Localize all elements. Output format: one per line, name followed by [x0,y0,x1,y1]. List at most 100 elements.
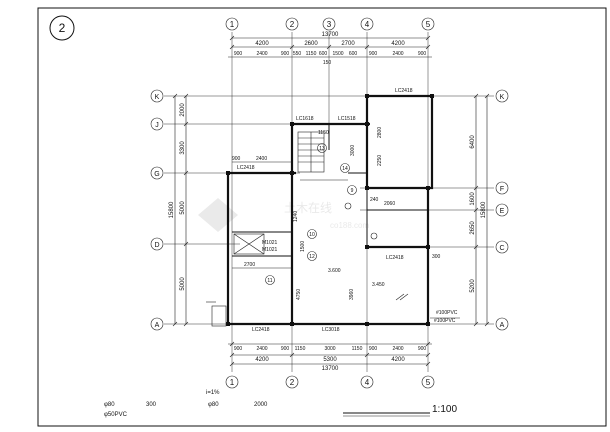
svg-text:11: 11 [267,278,272,284]
svg-text:5: 5 [426,20,431,29]
svg-text:900: 900 [281,51,290,57]
svg-text:600: 600 [349,51,358,57]
building-walls [226,94,434,326]
svg-text:C: C [499,245,504,252]
svg-text:10: 10 [309,232,315,238]
svg-text:1150: 1150 [306,51,317,57]
svg-text:2700: 2700 [341,41,355,47]
left-dimensions: 15800 2000 3300 5000 5000 [169,93,189,327]
svg-text:#100PVC: #100PVC [434,318,456,324]
svg-text:2: 2 [290,20,295,29]
svg-text:LC2418: LC2418 [237,165,255,171]
svg-text:900: 900 [281,346,290,352]
svg-text:900: 900 [234,51,243,57]
svg-text:3.450: 3.450 [372,282,385,288]
svg-text:2600: 2600 [304,41,318,47]
bottom-axis-bubbles: 1 2 4 5 [225,375,435,389]
svg-text:K: K [500,94,505,101]
svg-text:2400: 2400 [392,51,403,57]
sheet-number: 2 [59,21,66,35]
svg-text:LC1618: LC1618 [296,116,314,122]
svg-text:5200: 5200 [470,279,476,293]
pipe-notes: #100PVC #100PVC [430,310,460,324]
svg-text:900: 900 [232,156,241,162]
svg-text:1500: 1500 [300,241,306,252]
scale-label: 1:100 [343,404,457,417]
svg-text:1150: 1150 [295,346,306,352]
svg-text:5: 5 [426,378,431,387]
svg-text:900: 900 [369,346,378,352]
svg-text:i=1%: i=1% [206,390,220,396]
bottom-dimensions: 900 2400 900 1150 3000 1150 900 2400 900… [228,341,432,372]
svg-text:A: A [500,322,505,329]
svg-text:4200: 4200 [255,41,269,47]
top-dimensions: 13700 4200 2600 2700 4200 900 2400 900 5… [228,32,432,66]
svg-text:900: 900 [369,51,378,57]
svg-text:5300: 5300 [323,357,337,363]
svg-text:1240: 1240 [293,211,299,222]
hatched-block [233,233,265,255]
interior-dimensions: 900 2400 2700 3.600 3.450 2060 3000 3960… [232,127,441,300]
svg-text:1150: 1150 [318,130,329,136]
svg-text:5000: 5000 [180,201,186,215]
svg-text:150: 150 [323,60,332,66]
svg-text:1500: 1500 [332,51,343,57]
svg-text:2000: 2000 [180,103,186,117]
svg-text:1: 1 [230,378,235,387]
svg-text:K: K [155,94,160,101]
svg-text:2700: 2700 [244,262,255,268]
svg-text:E: E [500,208,505,215]
left-axis-bubbles: K J G D A [150,89,164,331]
svg-text:M1021: M1021 [262,247,278,253]
svg-text:3300: 3300 [180,141,186,155]
svg-text:13700: 13700 [322,32,339,38]
svg-text:φ80: φ80 [208,402,219,408]
svg-text:4200: 4200 [391,41,405,47]
svg-text:2400: 2400 [256,51,267,57]
svg-text:LC1518: LC1518 [338,116,356,122]
svg-text:2650: 2650 [470,221,476,235]
svg-text:4: 4 [365,378,370,387]
top-axis-bubbles: 1 2 3 4 5 [225,17,435,31]
svg-text:1600: 1600 [470,192,476,206]
svg-text:240: 240 [370,197,379,203]
svg-text:φ50PVC: φ50PVC [104,412,128,418]
svg-text:15800: 15800 [169,201,175,218]
svg-text:600: 600 [319,51,328,57]
watermark: 土木在线 co188.com [198,198,369,232]
structural-columns [226,94,434,326]
svg-text:6400: 6400 [470,135,476,149]
svg-text:9: 9 [351,188,354,194]
svg-text:2060: 2060 [384,201,395,207]
svg-text:13700: 13700 [322,366,339,372]
svg-text:#100PVC: #100PVC [436,310,458,316]
svg-text:F: F [500,186,504,193]
sheet-border [37,7,607,427]
svg-text:2800: 2800 [377,127,383,138]
svg-text:4200: 4200 [255,357,269,363]
svg-text:900: 900 [234,346,243,352]
svg-text:M1021: M1021 [262,240,278,246]
svg-text:4200: 4200 [391,357,405,363]
svg-text:1:100: 1:100 [432,404,457,415]
svg-text:2250: 2250 [377,155,383,166]
right-axis-bubbles: K F E C A [495,89,509,331]
svg-text:2: 2 [290,378,295,387]
svg-text:1150: 1150 [352,346,363,352]
svg-text:A: A [155,322,160,329]
svg-text:4750: 4750 [296,289,302,300]
svg-text:2400: 2400 [256,346,267,352]
svg-text:300: 300 [432,254,441,260]
svg-text:G: G [154,171,159,178]
right-dimensions: 15800 6400 1600 2650 5200 [470,93,490,327]
bottom-notes: i=1% φ80 300 φ80 2000 φ50PVC [104,390,268,418]
svg-text:14: 14 [342,166,348,172]
svg-text:3.600: 3.600 [328,268,341,274]
pipe-markers: 10 11 12 13 14 9 [265,143,378,285]
svg-text:900: 900 [418,346,427,352]
svg-text:3: 3 [327,20,332,29]
svg-text:LC2418: LC2418 [252,327,270,333]
svg-text:φ80: φ80 [104,402,115,408]
svg-text:2400: 2400 [256,156,267,162]
